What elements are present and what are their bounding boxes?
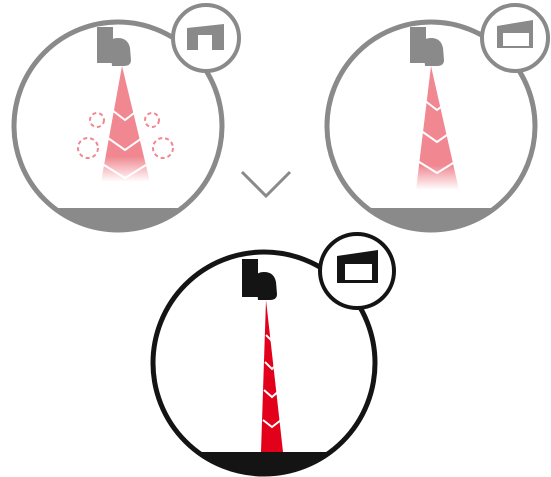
nozzle-icon — [242, 259, 277, 300]
spray-icon — [261, 300, 283, 452]
panel-bottom — [150, 232, 396, 477]
spray-icon — [416, 66, 459, 190]
nozzle-icon — [97, 27, 131, 66]
panel-right-floor — [327, 208, 535, 230]
panel-left — [11, 3, 241, 233]
jet-chevrons — [262, 334, 282, 429]
spray-chevrons-right — [415, 99, 459, 175]
spray-icon — [101, 66, 150, 182]
panel-left-floor — [14, 208, 222, 230]
container-inset-icon — [171, 3, 241, 73]
panel-bottom-floor — [153, 452, 375, 474]
droplets-left — [77, 112, 174, 159]
panel-right — [324, 3, 550, 233]
container-inset-icon — [318, 232, 396, 310]
chevron-down-icon — [240, 170, 292, 199]
container-inset-icon — [480, 3, 550, 73]
nozzle-icon — [410, 27, 444, 66]
spray-chevrons-left — [103, 109, 147, 180]
